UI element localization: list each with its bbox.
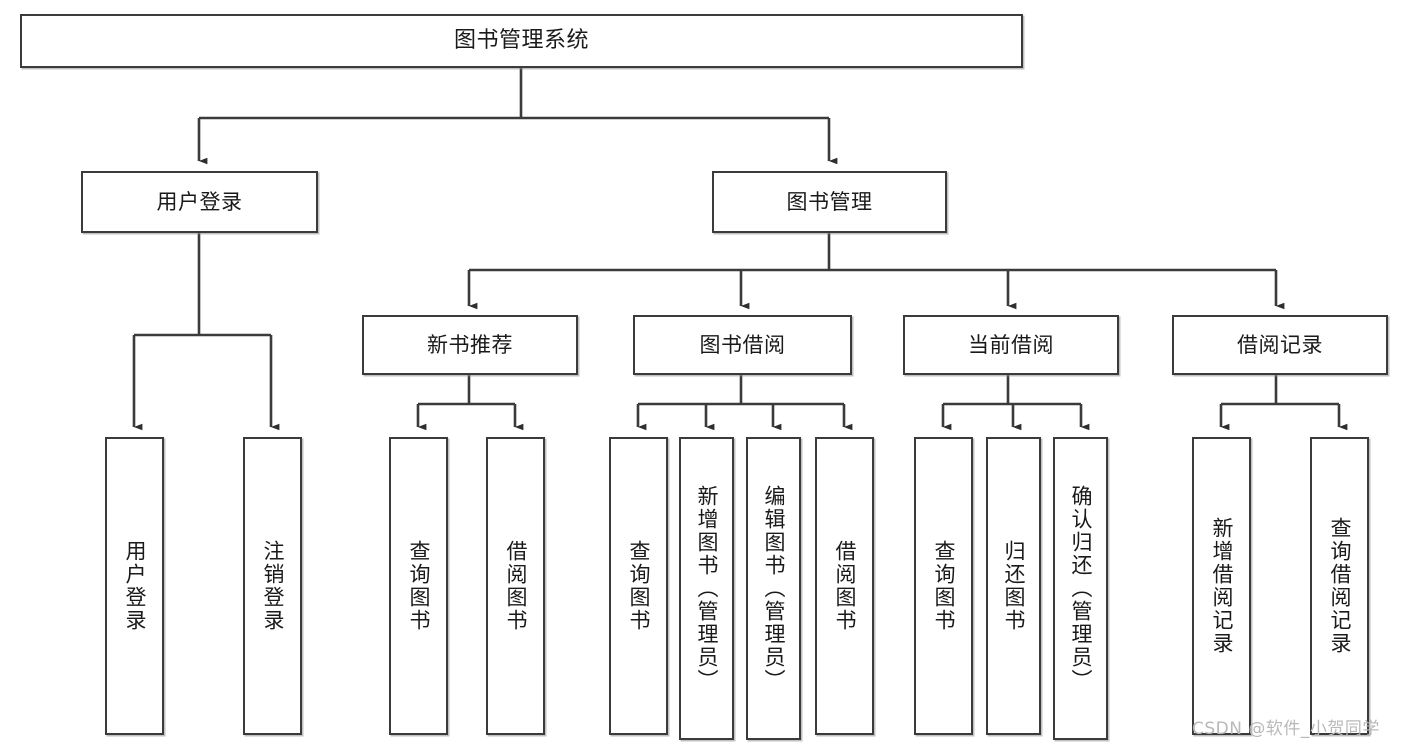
node-label: 图书借阅 bbox=[699, 332, 786, 357]
node-user-login[interactable]: 用户登录 bbox=[81, 171, 318, 233]
leaf-current-confirm-return-admin[interactable]: 确认归还（管理员） bbox=[1053, 437, 1108, 740]
leaf-borrow-borrow-book[interactable]: 借阅图书 bbox=[815, 437, 874, 735]
leaf-recommend-query-book[interactable]: 查询图书 bbox=[389, 437, 448, 735]
node-label: 注销登录 bbox=[260, 540, 285, 632]
node-label: 用户登录 bbox=[156, 189, 243, 214]
node-label: 归还图书 bbox=[1001, 540, 1026, 632]
node-book-borrowing[interactable]: 图书借阅 bbox=[633, 315, 852, 375]
csdn-watermark: CSDN @软件_小贺同学 bbox=[1192, 719, 1380, 739]
node-root-system[interactable]: 图书管理系统 bbox=[20, 14, 1023, 68]
node-label: 确认归还（管理员） bbox=[1068, 485, 1093, 692]
node-label: 查询图书 bbox=[931, 540, 956, 632]
node-label: 查询图书 bbox=[406, 540, 431, 632]
leaf-record-query-borrow-record[interactable]: 查询借阅记录 bbox=[1310, 437, 1369, 735]
node-label: 借阅图书 bbox=[503, 540, 528, 632]
node-label: 图书管理系统 bbox=[453, 28, 589, 54]
node-book-management[interactable]: 图书管理 bbox=[712, 171, 947, 233]
node-current-borrowing[interactable]: 当前借阅 bbox=[903, 315, 1119, 375]
leaf-user-login[interactable]: 用户登录 bbox=[105, 437, 164, 735]
leaf-user-logout[interactable]: 注销登录 bbox=[243, 437, 302, 735]
node-new-book-recommendation[interactable]: 新书推荐 bbox=[362, 315, 578, 375]
node-label: 借阅记录 bbox=[1237, 332, 1323, 357]
leaf-borrow-edit-book-admin[interactable]: 编辑图书（管理员） bbox=[746, 437, 801, 740]
node-label: 新书推荐 bbox=[427, 332, 513, 357]
node-label: 新增图书（管理员） bbox=[694, 485, 719, 692]
node-label: 新增借阅记录 bbox=[1209, 517, 1234, 655]
leaf-record-add-borrow-record[interactable]: 新增借阅记录 bbox=[1192, 437, 1251, 735]
leaf-current-return-book[interactable]: 归还图书 bbox=[986, 437, 1041, 735]
leaf-current-query-book[interactable]: 查询图书 bbox=[914, 437, 973, 735]
node-label: 图书管理 bbox=[786, 189, 873, 214]
node-label: 查询借阅记录 bbox=[1327, 517, 1352, 655]
node-label: 当前借阅 bbox=[968, 332, 1054, 357]
node-label: 用户登录 bbox=[122, 540, 147, 632]
leaf-recommend-borrow-book[interactable]: 借阅图书 bbox=[486, 437, 545, 735]
node-label: 编辑图书（管理员） bbox=[761, 485, 786, 692]
node-label: 借阅图书 bbox=[832, 540, 857, 632]
node-label: 查询图书 bbox=[626, 540, 651, 632]
leaf-borrow-add-book-admin[interactable]: 新增图书（管理员） bbox=[679, 437, 734, 740]
leaf-borrow-query-book[interactable]: 查询图书 bbox=[609, 437, 668, 735]
node-borrowing-record[interactable]: 借阅记录 bbox=[1172, 315, 1388, 375]
